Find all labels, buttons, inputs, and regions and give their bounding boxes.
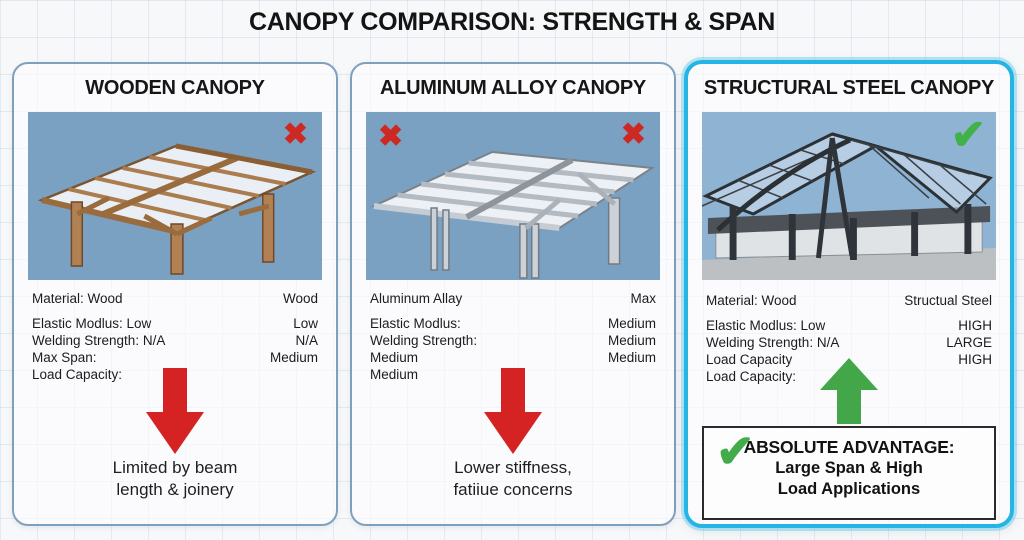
spec-label: Welding Strength: N/A [32,333,166,348]
advantage-line: Load Applications [777,480,921,498]
wooden-canopy-illustration: ✖ [28,112,322,280]
spec-row: Elastic Modlus: Low Low [32,315,318,332]
panel-wooden-canopy: WOODEN CANOPY ✖ [12,62,338,526]
spec-row: Aluminum Allay Max [370,290,656,307]
spec-row: Load Capacity: [706,368,992,385]
cross-icon: ✖ [378,120,404,153]
note-line: length & joinery [116,480,234,499]
advantage-title: ABSOLUTE ADVANTAGE: [743,437,955,457]
spec-label: Aluminum Allay [370,291,463,306]
cross-icon: ✖ [282,118,308,151]
note-line: fatiiue concerns [453,480,573,499]
spec-label: Medium [370,350,419,365]
spec-value: N/A [295,333,318,348]
wood-note: Limited by beam length & joinery [14,457,336,501]
note-line: Limited by beam [112,458,238,477]
spec-label: Material: Wood [706,293,797,308]
spec-label: Medium [370,367,419,382]
panel-steel-header: STRUCTURAL STEEL CANOPY [703,77,995,99]
spec-row: Material: Wood Structual Steel [706,292,992,309]
aluminum-canopy-drawing [370,150,656,279]
spec-row: Welding Strength: N/A N/A [32,332,318,349]
spec-row: Load Capacity HIGH [706,351,992,368]
aluminum-spec-list: Aluminum Allay Max Elastic Modlus: Mediu… [370,290,656,383]
spec-value: Medium [607,333,656,348]
note-line: Lower stiffness, [454,458,572,477]
spec-value: Medium [607,316,656,331]
spec-row: Medium Medium [370,349,656,366]
spec-value: Wood [282,291,318,306]
spec-row: Welding Strength: N/A LARGE [706,334,992,351]
panel-steel-canopy: STRUCTURAL STEEL CANOPY [684,60,1014,528]
steel-canopy-drawing [702,132,996,280]
spec-label: Load Capacity: [706,369,797,384]
check-icon: ✔ [950,112,986,158]
spec-row: Medium [370,366,656,383]
spec-value: LARGE [946,335,992,350]
page-title: CANOPY COMPARISON: STRENGTH & SPAN [249,8,775,36]
spec-label: Elastic Modlus: Low [706,318,826,333]
spec-label: Max Span: [32,350,97,365]
spec-value: Medium [269,350,318,365]
advantage-line: Large Span & High [775,459,923,477]
spec-label: Load Capacity [706,352,793,367]
check-icon: ✔ [716,425,755,477]
wood-spec-list: Material: Wood Wood Elastic Modlus: Low … [32,290,318,383]
wooden-pergola-drawing [37,143,317,275]
spec-row: Material: Wood Wood [32,290,318,307]
spec-value: Structual Steel [904,293,992,308]
aluminum-note: Lower stiffness, fatiiue concerns [352,457,674,501]
spec-row: Load Capacity: [32,366,318,383]
spec-label: Load Capacity: [32,367,123,382]
spec-value: HIGH [958,318,992,333]
spec-label: Welding Strength: N/A [706,335,840,350]
spec-value: Low [293,316,318,331]
spec-value: Max [630,291,656,306]
down-arrow-icon [14,368,336,454]
spec-label: Welding Strength: [370,333,478,348]
aluminum-canopy-illustration: ✖ ✖ [366,112,660,280]
up-arrow-icon [688,358,1010,424]
spec-row: Max Span: Medium [32,349,318,366]
steel-spec-list: Material: Wood Structual Steel Elastic M… [706,292,992,385]
cross-icon: ✖ [620,118,646,151]
panel-aluminum-header: ALUMINUM ALLOY CANOPY [380,77,646,99]
panel-wood-header: WOODEN CANOPY [85,77,265,99]
spec-row: Elastic Modlus: Medium [370,315,656,332]
spec-value: Medium [607,350,656,365]
advantage-callout: ✔ ABSOLUTE ADVANTAGE: Large Span & High … [702,426,996,520]
down-arrow-icon [352,368,674,454]
spec-label: Elastic Modlus: [370,316,461,331]
spec-row: Elastic Modlus: Low HIGH [706,317,992,334]
steel-canopy-illustration: ✔ [702,112,996,280]
panel-aluminum-canopy: ALUMINUM ALLOY CANOPY ✖ ✖ [350,62,676,526]
spec-row: Welding Strength: Medium [370,332,656,349]
spec-value: HIGH [958,352,992,367]
spec-label: Elastic Modlus: Low [32,316,152,331]
spec-label: Material: Wood [32,291,123,306]
